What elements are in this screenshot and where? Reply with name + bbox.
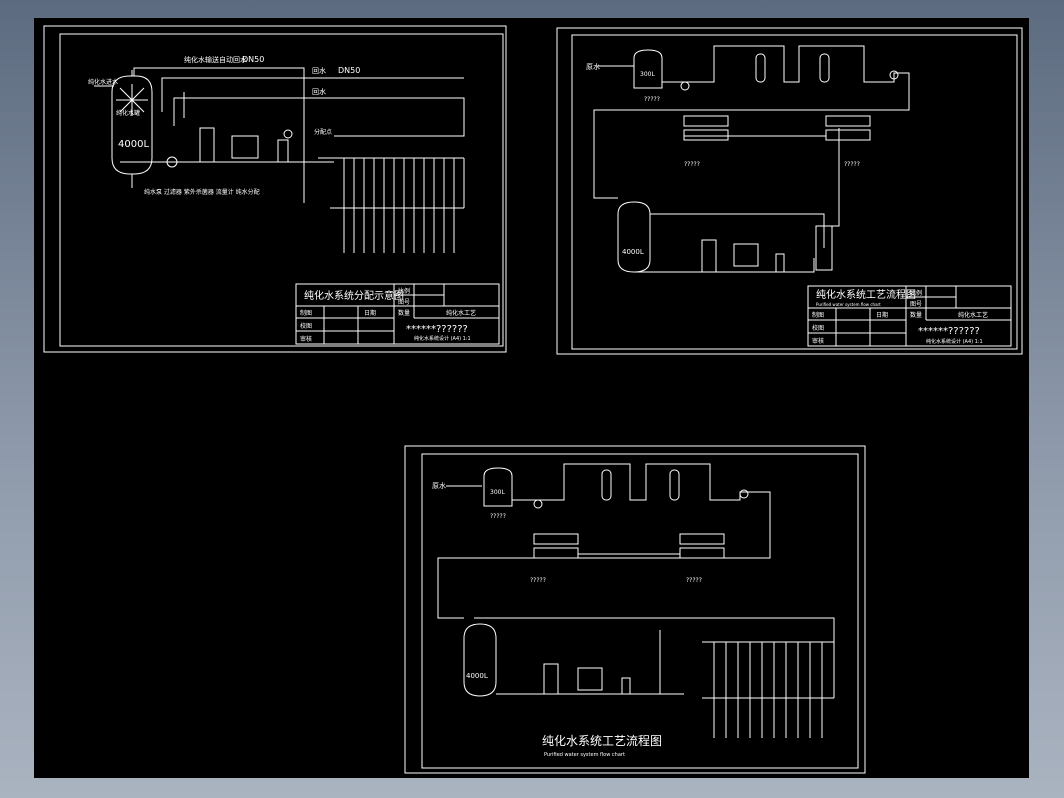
filter-icon [199, 127, 215, 163]
svg-text:制图: 制图 [812, 311, 824, 319]
storage-tank: 4000L 纯化水罐 [111, 75, 153, 175]
storage-tank-3 [463, 623, 497, 697]
sheet2-feed: 原水 [586, 62, 600, 71]
svg-text:比例: 比例 [398, 287, 410, 295]
sheet2-uv [733, 243, 759, 267]
svg-text:纯化水系统设计 (A4) 1:1: 纯化水系统设计 (A4) 1:1 [414, 335, 471, 342]
svg-text:日期: 日期 [876, 311, 888, 319]
tank-volume: 4000L [118, 139, 149, 150]
storage-tank-2 [617, 201, 651, 273]
sheet2-filter [701, 239, 717, 273]
filter-b [819, 53, 830, 83]
svg-text:校图: 校图 [812, 324, 824, 332]
raw-tank [633, 49, 663, 89]
sheet2-title: 纯化水系统工艺流程图 [816, 288, 916, 301]
svg-text:审核: 审核 [812, 337, 824, 345]
distribution-branches [343, 158, 455, 253]
sheet2-company: ******?????? [918, 326, 980, 337]
svg-text:图号: 图号 [910, 301, 922, 308]
drawing-canvas[interactable]: 4000L 纯化水罐 纯化水进水 纯化水输送自动回水 DN50 回水 DN50 … [34, 18, 1029, 778]
svg-text:数量: 数量 [398, 309, 410, 317]
svg-text:4000L: 4000L [622, 248, 644, 256]
svg-text:300L: 300L [490, 489, 505, 496]
sheet2-title-block: 纯化水系统工艺流程图 Purified water system flow ch… [807, 285, 1012, 347]
svg-text:?????: ????? [530, 577, 546, 584]
pipe-dn-a: DN50 [242, 55, 264, 64]
svg-text:?????: ????? [684, 161, 700, 168]
tank-label: 纯化水罐 [116, 109, 140, 117]
sheet1-title-block: 纯化水系统分配示意图 比例 图号 制图 校图 审核 日期 数量 纯化水工艺 **… [295, 283, 500, 345]
uv-sterilizer-icon [231, 135, 259, 159]
sheet3-outer-frame [404, 445, 866, 774]
sheet1-company: ******?????? [406, 324, 468, 335]
pipe-mid-b: 回水 [312, 87, 326, 96]
sheet-process-flow-large[interactable]: 原水 300L ????? ????? ????? 4000L [404, 445, 866, 774]
chain-label: 纯水泵 过滤器 紫外杀菌器 流量计 纯水分配 [144, 188, 260, 196]
svg-text:纯化水系统设计 (A4) 1:1: 纯化水系统设计 (A4) 1:1 [926, 338, 983, 345]
split-label: 分配点 [314, 128, 332, 136]
svg-text:300L: 300L [640, 71, 655, 78]
svg-text:Purified water system flow cha: Purified water system flow chart [816, 302, 881, 307]
svg-text:纯化水工艺: 纯化水工艺 [446, 309, 476, 317]
sheet3-title: 纯化水系统工艺流程图 [542, 733, 662, 748]
svg-text:图号: 图号 [398, 299, 410, 306]
ro-unit-b [825, 115, 871, 127]
sheet3-inner-frame [421, 453, 859, 769]
svg-text:纯化水工艺: 纯化水工艺 [958, 311, 988, 319]
sheet1-title: 纯化水系统分配示意图 [304, 289, 404, 302]
inlet-label: 纯化水进水 [88, 78, 118, 86]
filter-a [755, 53, 766, 83]
svg-text:原水: 原水 [432, 481, 446, 490]
svg-text:制图: 制图 [300, 309, 312, 317]
sheet2-panel [815, 225, 833, 271]
ro-unit-a [683, 115, 729, 127]
pump-icon [166, 156, 178, 168]
svg-text:比例: 比例 [910, 289, 922, 297]
svg-text:?????: ????? [686, 577, 702, 584]
sheet2-inner-frame [571, 34, 1018, 350]
sheet1-outer-frame [43, 25, 507, 353]
svg-text:审核: 审核 [300, 335, 312, 343]
pipe-mid-a: 回水 [312, 66, 326, 75]
pipe-dn-b: DN50 [338, 66, 360, 75]
sheet2-outer-frame [556, 27, 1023, 355]
svg-text:日期: 日期 [364, 309, 376, 317]
svg-text:数量: 数量 [910, 311, 922, 319]
pipe-top-label: 纯化水输送自动回水 [184, 55, 247, 64]
distribution-branches-3 [713, 642, 823, 738]
sheet-distribution[interactable]: 4000L 纯化水罐 纯化水进水 纯化水输送自动回水 DN50 回水 DN50 … [43, 25, 507, 353]
sheet-process-flow[interactable]: 原水 300L ????? ????? ????? 4000L [556, 27, 1023, 355]
sheet1-inner-frame [59, 33, 504, 347]
svg-text:?????: ????? [644, 96, 660, 103]
flowmeter-icon [277, 139, 289, 163]
svg-text:校图: 校图 [300, 322, 312, 330]
svg-text:?????: ????? [490, 513, 506, 520]
svg-text:4000L: 4000L [466, 672, 488, 680]
raw-tank-3 [483, 467, 513, 507]
svg-text:Purified water system flow cha: Purified water system flow chart [544, 752, 625, 758]
svg-text:?????: ????? [844, 161, 860, 168]
